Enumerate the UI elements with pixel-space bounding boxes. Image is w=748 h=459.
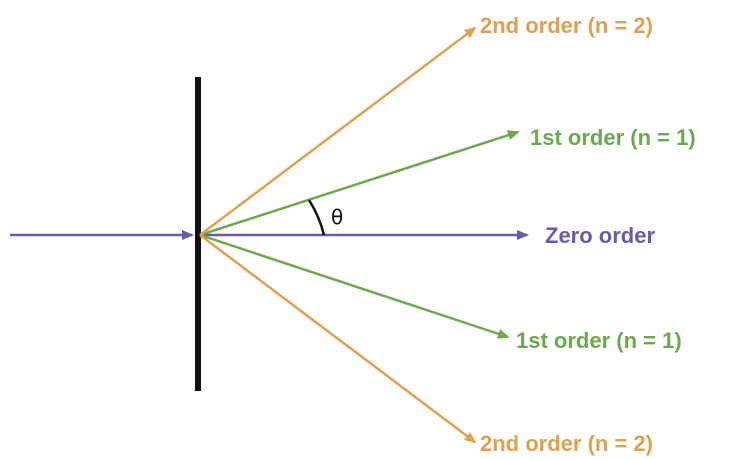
first-order-bottom-label: 1st order (n = 1) — [516, 328, 682, 353]
second-order-top-label: 2nd order (n = 2) — [480, 13, 653, 38]
theta-label: θ — [331, 205, 343, 229]
zero-order-label: Zero order — [545, 223, 655, 248]
first-order-bottom-arrow — [199, 233, 510, 339]
second-order-bottom-label: 2nd order (n = 2) — [480, 431, 653, 456]
second-order-bottom-arrow — [199, 234, 477, 444]
second-order-top-arrow — [199, 26, 477, 236]
theta-angle-arc — [307, 199, 326, 236]
first-order-top-arrow — [199, 130, 520, 237]
first-order-top-label: 1st order (n = 1) — [530, 125, 696, 150]
